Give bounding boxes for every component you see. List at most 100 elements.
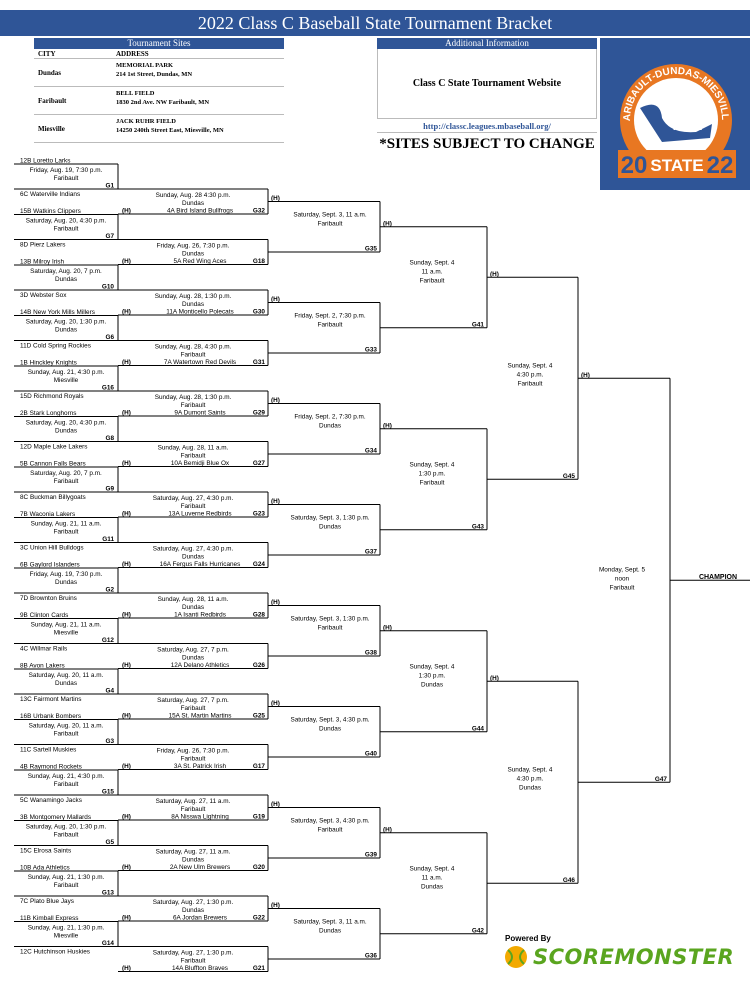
round1-top-team: 9B Clinton Cards (20, 612, 68, 619)
additional-information-box: Additional Information Class C State Tou… (377, 38, 597, 154)
round1-top-team: 13B Milroy Irish (20, 259, 64, 266)
round2-seeded-team: 7A Watertown Red Devils (164, 359, 236, 366)
round1-bottom-team: 11C Sartell Muskies (20, 747, 76, 754)
round2-game-number: G19 (253, 814, 266, 821)
round1-bottom-team: 4C Willmar Rails (20, 646, 67, 653)
round1-game-date: Saturday, Aug. 20, 7 p.m. (30, 470, 102, 477)
home-marker: (H) (122, 612, 131, 619)
round1-game-number: G10 (102, 284, 115, 291)
round1-game-site: Faribault (54, 529, 79, 536)
site-venue: BELL FIELD (116, 90, 155, 97)
round1-game-number: G13 (102, 890, 115, 897)
home-marker: (H) (122, 511, 131, 518)
round4-game-detail: 1:30 p.m. (419, 470, 446, 477)
round2-game-site: Dundas (182, 604, 204, 611)
round1-game-site: Dundas (55, 579, 77, 586)
round3-game-detail: Dundas (319, 725, 341, 732)
round2-game-number: G24 (253, 561, 266, 568)
round1-top-team: 8B Avon Lakers (20, 663, 65, 670)
round3-game-detail: Saturday, Sept. 3, 1:30 p.m. (290, 615, 369, 622)
round4-game-detail: Sunday, Sept. 4 (409, 259, 454, 266)
round3-game-detail: Dundas (319, 422, 341, 429)
round4-game-number: G44 (472, 725, 485, 732)
round2-seeded-team: 2A New Ulm Brewers (170, 864, 230, 871)
round1-game-number: G8 (105, 435, 114, 442)
round2-game-site: Dundas (182, 907, 204, 914)
round2-seeded-team: 16A Fergus Falls Hurricanes (160, 561, 241, 568)
powered-by-label: Powered By (505, 934, 551, 943)
round1-game-number: G4 (105, 688, 114, 695)
round1-game-date: Saturday, Aug. 20, 4:30 p.m. (26, 218, 107, 225)
round4-game-detail: Dundas (421, 681, 443, 688)
logo-ball-icon (634, 78, 718, 162)
round2-game-site: Dundas (182, 251, 204, 258)
home-marker: (H) (383, 220, 392, 227)
round2-game-date: Saturday, Aug. 27, 1:30 p.m. (153, 899, 234, 906)
website-link[interactable]: http://classc.leagues.mbaseball.org/ (377, 119, 597, 133)
round1-bottom-team: 12D Maple Lake Lakers (20, 444, 88, 451)
round3-game-detail: Faribault (318, 321, 343, 328)
round2-game-site: Faribault (181, 958, 206, 965)
round2-game-number: G27 (253, 460, 266, 467)
home-marker: (H) (271, 296, 280, 303)
round2-seeded-team: 10A Bemidji Blue Ox (171, 460, 230, 467)
round2-seeded-team: 4A Bird Island Bullfrogs (167, 208, 233, 215)
home-marker: (H) (271, 195, 280, 202)
website-label: Class C State Tournament Website (377, 49, 597, 119)
round3-game-number: G34 (365, 448, 378, 455)
round2-game-date: Friday, Aug. 26, 7:30 p.m. (157, 243, 230, 250)
home-marker: (H) (122, 915, 131, 922)
round3-game-detail: Saturday, Sept. 3, 4:30 p.m. (290, 716, 369, 723)
round2-game-number: G29 (253, 410, 266, 417)
round2-game-date: Saturday, Aug. 27, 4:30 p.m. (153, 546, 234, 553)
logo-year-right: 22 (707, 152, 734, 179)
baseball-icon (505, 946, 527, 968)
round2-seeded-team: 11A Monticello Polecats (166, 309, 233, 316)
round4-game-detail: Faribault (420, 479, 445, 486)
home-marker: (H) (271, 498, 280, 505)
round1-game-date: Saturday, Aug. 20, 1:30 p.m. (26, 319, 107, 326)
round4-game-detail: 11 a.m. (422, 268, 443, 275)
round2-game-site: Faribault (181, 402, 206, 409)
round2-game-number: G18 (253, 258, 266, 265)
round1-game-date: Sunday, Aug. 21, 11 a.m. (31, 622, 102, 629)
home-marker: (H) (122, 410, 131, 417)
round3-game-number: G35 (365, 246, 378, 253)
round1-bottom-team: 5C Wanamingo Jacks (20, 797, 82, 804)
round4-game-detail: Sunday, Sept. 4 (409, 663, 454, 670)
round1-bottom-team: 7D Brownton Bruins (20, 595, 77, 602)
round2-game-number: G32 (253, 208, 266, 215)
round1-top-team: 11B Kimball Express (20, 915, 79, 922)
round2-game-site: Faribault (181, 352, 206, 359)
round6-game-detail: Faribault (610, 584, 635, 591)
round1-game-number: G15 (102, 789, 115, 796)
round1-game-date: Sunday, Aug. 21, 1:30 p.m. (28, 925, 105, 932)
round2-game-date: Sunday, Aug. 28, 1:30 p.m. (155, 394, 232, 401)
brand-name: SCOREMONSTER (533, 945, 735, 969)
home-marker: (H) (271, 902, 280, 909)
round2-game-date: Saturday, Aug. 27, 1:30 p.m. (153, 950, 234, 957)
round2-seeded-team: 3A St. Patrick Irish (174, 763, 227, 770)
round3-game-detail: Dundas (319, 523, 341, 530)
round2-game-date: Saturday, Aug. 27, 4:30 p.m. (153, 495, 234, 502)
round3-game-detail: Faribault (318, 220, 343, 227)
round2-game-site: Faribault (181, 756, 206, 763)
home-marker: (H) (271, 397, 280, 404)
round1-top-team: 12B Loretto Larks (20, 158, 70, 165)
home-marker: (H) (122, 359, 131, 366)
round1-game-site: Dundas (55, 327, 77, 334)
round4-game-detail: Dundas (421, 883, 443, 890)
round1-game-date: Saturday, Aug. 20, 4:30 p.m. (26, 420, 107, 427)
round3-game-detail: Friday, Sept. 2, 7:30 p.m. (294, 312, 366, 319)
round1-game-date: Saturday, Aug. 20, 1:30 p.m. (26, 824, 107, 831)
round1-game-date: Saturday, Aug. 20, 7 p.m. (30, 268, 102, 275)
tournament-sites-table: Tournament Sites CITY ADDRESS Dundas MEM… (34, 38, 284, 143)
round1-game-number: G2 (105, 587, 114, 594)
minnesota-map-icon (640, 104, 712, 142)
site-street: 214 1st Street, Dundas, MN (116, 71, 193, 78)
round4-game-number: G41 (472, 321, 485, 328)
round2-game-date: Sunday, Aug. 28, 11 a.m. (158, 445, 229, 452)
round3-game-detail: Dundas (319, 927, 341, 934)
round1-bottom-team: 15D Richmond Royals (20, 393, 84, 400)
home-marker: (H) (122, 208, 131, 215)
